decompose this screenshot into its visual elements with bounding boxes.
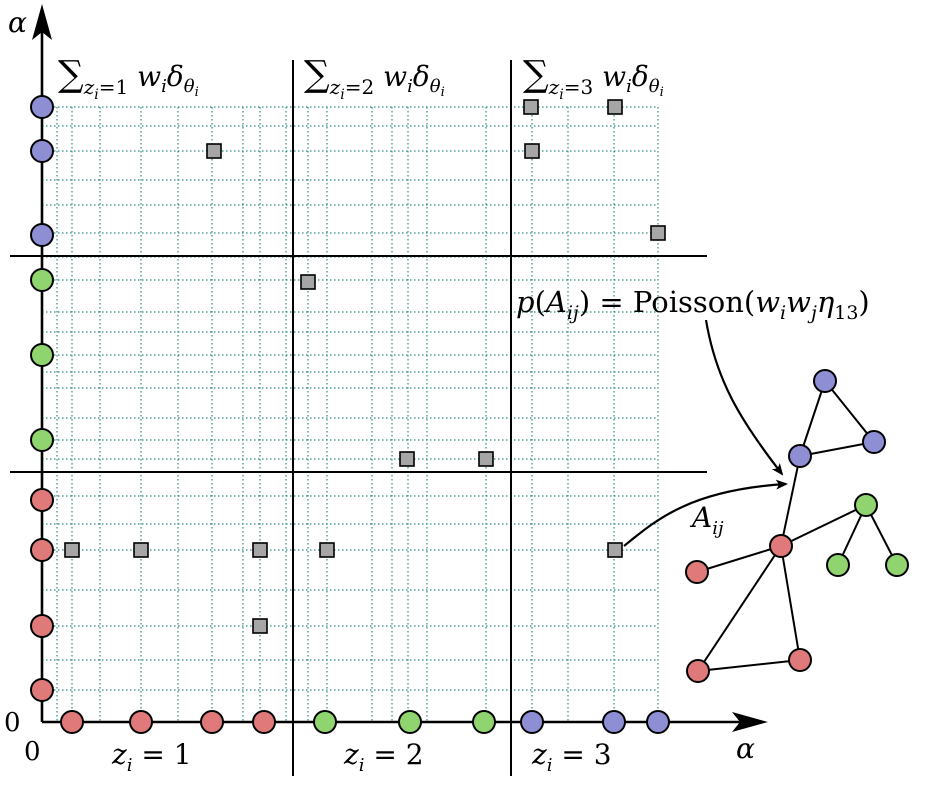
network-node-red bbox=[686, 659, 710, 683]
edge-arrow bbox=[623, 479, 788, 547]
sum-labels: ∑zi=1 wiδθi ∑zi=2 wiδθi ∑zi=3 wiδθi bbox=[58, 54, 664, 103]
edge-square bbox=[524, 143, 540, 159]
network-edge bbox=[799, 441, 875, 457]
edge-square bbox=[607, 99, 623, 115]
green-node bbox=[30, 428, 54, 452]
network-edge bbox=[697, 659, 801, 672]
network-node-green bbox=[826, 553, 850, 577]
network-graph bbox=[685, 369, 909, 683]
red-node bbox=[200, 710, 224, 734]
network-node-blue bbox=[788, 444, 812, 468]
edge-squares bbox=[64, 99, 666, 634]
green-node bbox=[398, 710, 422, 734]
network-edge bbox=[799, 380, 826, 457]
edge-square bbox=[319, 542, 335, 558]
group-label-2: zi = 2 bbox=[343, 738, 424, 776]
red-node bbox=[252, 710, 276, 734]
x-axis-label: α bbox=[736, 732, 755, 765]
edge-square bbox=[650, 225, 666, 241]
edge-square bbox=[252, 618, 268, 634]
sum-label-1: ∑zi=1 wiδθi bbox=[58, 54, 199, 103]
blue-node bbox=[646, 710, 670, 734]
network-node-red bbox=[788, 648, 812, 672]
network-edge bbox=[697, 545, 782, 672]
green-node bbox=[313, 710, 337, 734]
edge-square bbox=[399, 451, 415, 467]
red-node bbox=[60, 710, 84, 734]
edge-square bbox=[607, 542, 623, 558]
network-node-blue bbox=[813, 369, 837, 393]
x-origin-label: 0 bbox=[24, 737, 41, 767]
axes: α α 0 0 bbox=[4, 4, 768, 767]
blue-node bbox=[30, 139, 54, 163]
network-node-green bbox=[885, 553, 909, 577]
y-axis-label: α bbox=[8, 6, 27, 39]
green-node bbox=[30, 268, 54, 292]
group-labels: zi = 1 zi = 2 zi = 3 bbox=[111, 738, 612, 776]
group-label-3: zi = 3 bbox=[531, 738, 612, 776]
y-axis-arrowhead bbox=[32, 4, 52, 40]
edge-square bbox=[523, 99, 539, 115]
network-edge bbox=[780, 545, 801, 661]
red-node bbox=[30, 614, 54, 638]
red-node bbox=[30, 488, 54, 512]
poisson-formula: p(Aij) = Poisson(wiwjη13) bbox=[516, 285, 870, 324]
sum-label-2: ∑zi=2 wiδθi bbox=[304, 54, 445, 103]
edge-square bbox=[206, 143, 222, 159]
red-node bbox=[129, 710, 153, 734]
blue-node bbox=[30, 95, 54, 119]
blue-node bbox=[30, 223, 54, 247]
y-origin-label: 0 bbox=[4, 708, 21, 738]
edge-label: Aij bbox=[689, 501, 724, 539]
axis-nodes bbox=[30, 95, 670, 734]
network-edge bbox=[780, 455, 801, 547]
network-edge bbox=[824, 380, 875, 443]
network-node-blue bbox=[862, 430, 886, 454]
green-node bbox=[30, 343, 54, 367]
edge-square bbox=[64, 542, 80, 558]
network-edge bbox=[780, 504, 867, 547]
network-node-green bbox=[854, 493, 878, 517]
block-dividers bbox=[10, 60, 707, 776]
x-axis-arrowhead bbox=[732, 712, 768, 732]
network-edge bbox=[696, 545, 782, 573]
network-node-red bbox=[685, 560, 709, 584]
blue-node bbox=[602, 710, 626, 734]
red-node bbox=[30, 538, 54, 562]
edge-square bbox=[133, 542, 149, 558]
group-label-1: zi = 1 bbox=[111, 738, 192, 776]
blue-node bbox=[520, 710, 544, 734]
edge-square bbox=[300, 274, 316, 290]
edge-square bbox=[252, 542, 268, 558]
green-node bbox=[472, 710, 496, 734]
dotted-grid bbox=[41, 106, 659, 723]
sum-label-3: ∑zi=3 wiδθi bbox=[523, 54, 664, 103]
red-node bbox=[30, 678, 54, 702]
edge-square bbox=[478, 451, 494, 467]
formula-arrow bbox=[704, 319, 784, 476]
network-node-red bbox=[769, 534, 793, 558]
